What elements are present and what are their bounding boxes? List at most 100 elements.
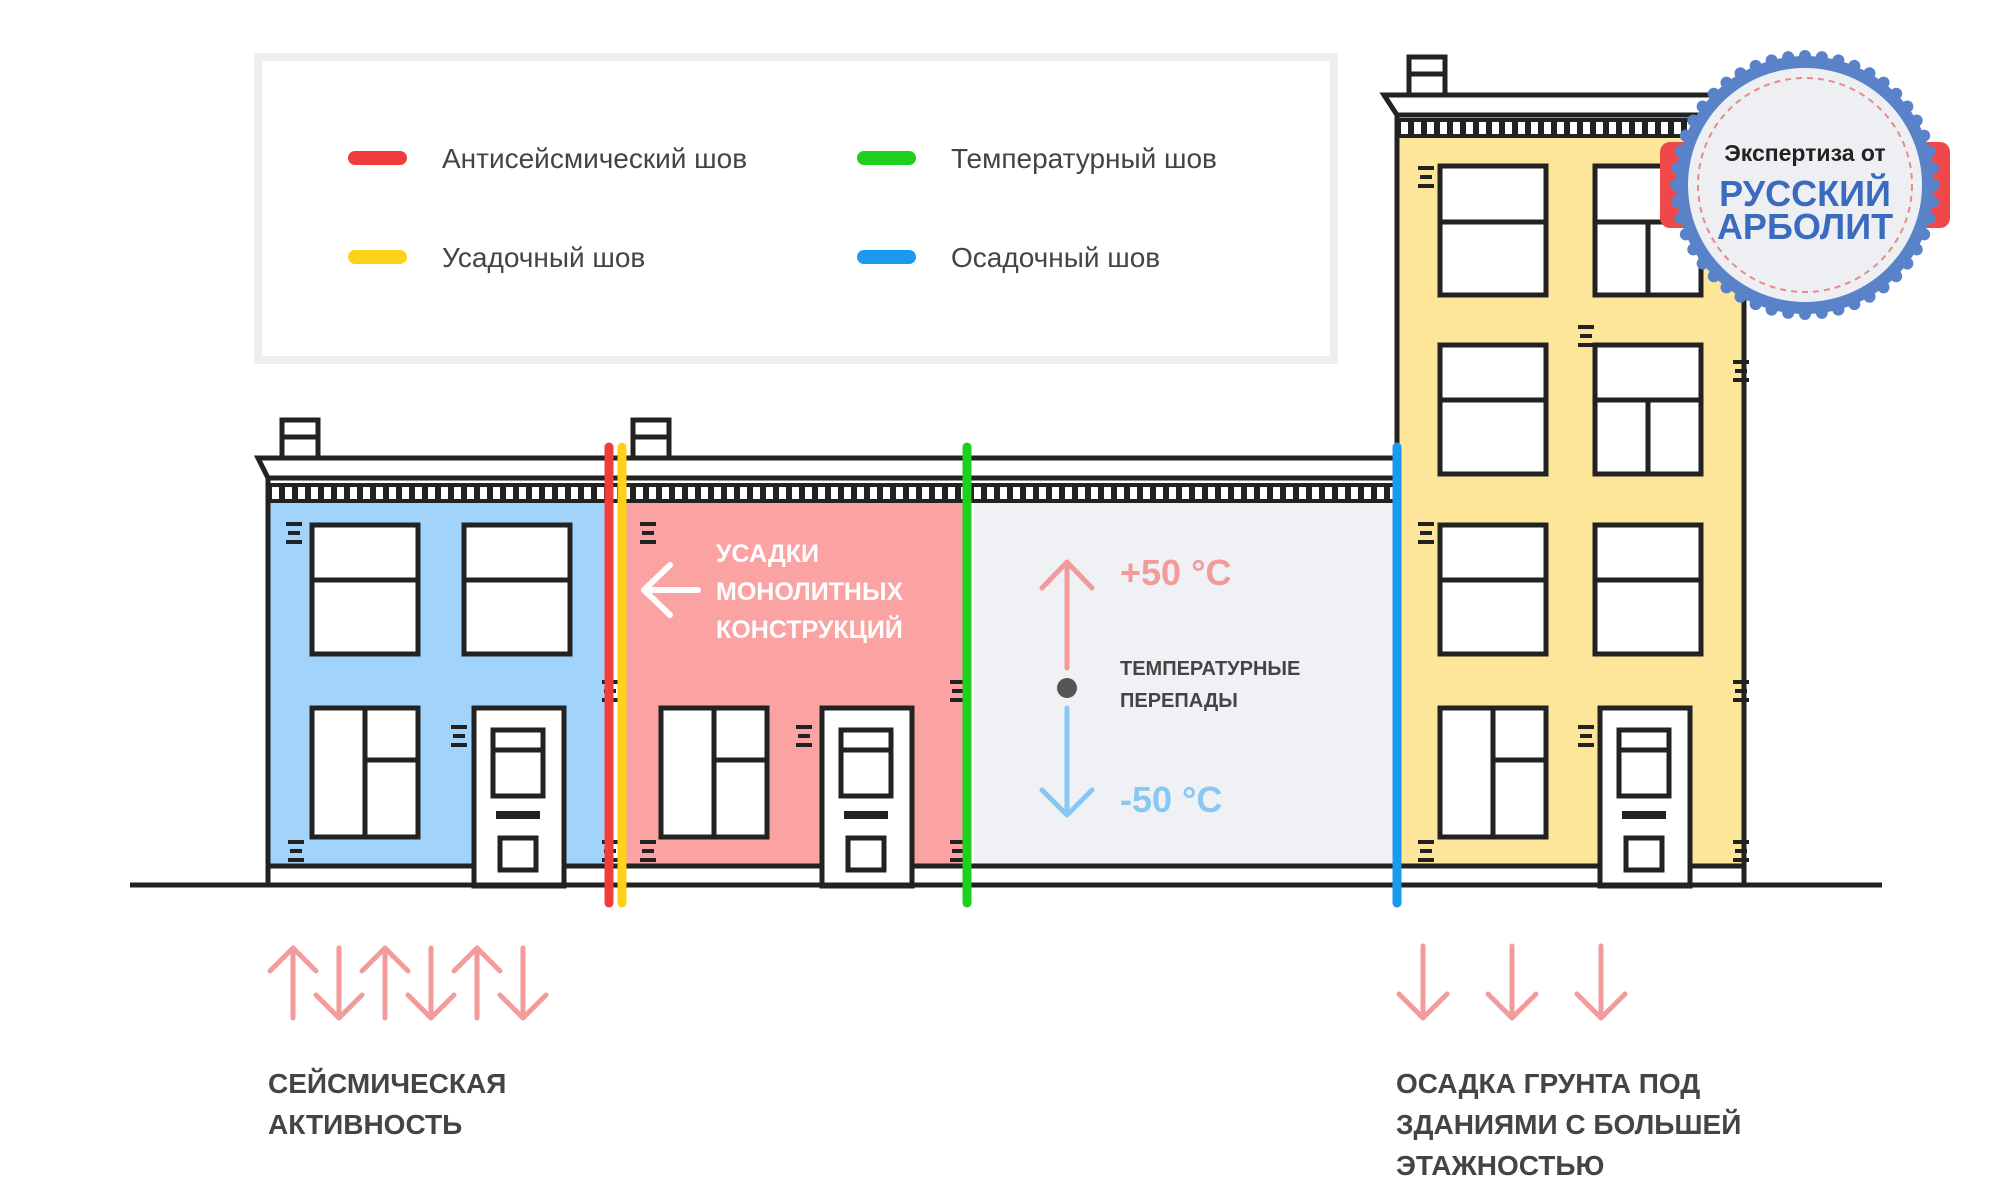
wall-mark [1418, 840, 1434, 844]
wall-mark [950, 680, 966, 684]
stamp-tooth [1815, 51, 1828, 64]
wall-mark [1578, 325, 1594, 329]
stamp-tooth [1734, 290, 1747, 303]
arrow-down-icon [1396, 943, 1450, 1021]
dentil [1544, 122, 1551, 134]
stamp-tooth [1901, 100, 1914, 113]
wall-mark [1733, 840, 1749, 844]
arrow-up-icon [267, 945, 319, 1021]
dentil [1401, 122, 1408, 134]
temperature-high: +50 °C [1120, 552, 1231, 593]
dentil [441, 487, 448, 499]
legend-label-seismic: Антисейсмический шов [442, 143, 747, 174]
window [1437, 163, 1549, 298]
dentil [480, 487, 487, 499]
dentil [1169, 487, 1176, 499]
building-yellow-details [1437, 163, 1704, 889]
stamp-tooth [1832, 54, 1845, 67]
dentil [1453, 122, 1460, 134]
dentil [1531, 122, 1538, 134]
stamp-tooth [1923, 212, 1936, 225]
wall-mark [1418, 184, 1434, 188]
stamp-tooth [1815, 306, 1828, 319]
window [1437, 342, 1549, 477]
wall-mark [952, 689, 964, 693]
legend-frame [254, 53, 1338, 364]
stamp-tooth [1877, 76, 1890, 89]
dentil [1622, 122, 1629, 134]
stamp-tooth [1782, 51, 1795, 64]
dentil [909, 487, 916, 499]
arrow-down-icon [1574, 943, 1628, 1021]
wall-mark [796, 743, 812, 747]
dentil [350, 487, 357, 499]
wall-mark [1578, 743, 1594, 747]
dentil [1013, 487, 1020, 499]
wall-mark [798, 734, 810, 738]
stamp-tooth [1687, 243, 1700, 256]
shrinkage-label-line-3: КОНСТРУКЦИЙ [716, 614, 903, 644]
temperature-label-line-2: ПЕРЕПАДЫ [1120, 690, 1238, 712]
dentil [1414, 122, 1421, 134]
stamp-tooth [1799, 50, 1811, 62]
dentil [1338, 487, 1345, 499]
dentil [1609, 122, 1616, 134]
stamp-tooth [1918, 129, 1931, 142]
dentil [1377, 487, 1384, 499]
wall-mark [796, 725, 812, 729]
dentil [688, 487, 695, 499]
dentil [571, 487, 578, 499]
wall-mark [1578, 725, 1594, 729]
dentil [1557, 122, 1564, 134]
stamp-tooth [1674, 212, 1687, 225]
arrow-down-icon [313, 945, 365, 1021]
dentil [649, 487, 656, 499]
dentil [844, 487, 851, 499]
dentil [1583, 122, 1590, 134]
tall-roof-cornice [1379, 92, 1747, 118]
dentil [1351, 487, 1358, 499]
dentil [415, 487, 422, 499]
dentil [1635, 122, 1642, 134]
dentil [389, 487, 396, 499]
stamp-tooth [1765, 303, 1778, 316]
arrow-down-icon [1039, 705, 1095, 818]
wall-mark [640, 840, 656, 844]
stamp-line-3: АРБОЛИТ [1717, 206, 1893, 247]
dentil [662, 487, 669, 499]
dentil [1648, 122, 1655, 134]
wall-mark [952, 849, 964, 853]
legend-label-settlement: Осадочный шов [951, 242, 1160, 273]
wall-mark [1578, 343, 1594, 347]
arrow-left-icon [641, 562, 701, 618]
dentil [1518, 122, 1525, 134]
dot-marker [1057, 678, 1077, 698]
dentil [1182, 487, 1189, 499]
wall-mark [1418, 166, 1434, 170]
dentil [857, 487, 864, 499]
window [461, 522, 573, 657]
dentil [727, 487, 734, 499]
wall-mark [451, 743, 467, 747]
expertise-stamp: Экспертиза от РУССКИЙ АРБОЛИТ [1660, 50, 1950, 320]
dentil [428, 487, 435, 499]
dentil [597, 487, 604, 499]
temperature-label-line-1: ТЕМПЕРАТУРНЫЕ [1120, 658, 1300, 680]
dentil [1039, 487, 1046, 499]
dentil [1221, 487, 1228, 499]
legend-label-temperature: Температурный шов [951, 143, 1217, 174]
dentil [311, 487, 318, 499]
stamp-tooth [1910, 243, 1923, 256]
wall-marks [286, 166, 1749, 862]
expansion-joints [604, 442, 1402, 908]
dentil [1104, 487, 1111, 499]
dentil [1234, 487, 1241, 499]
wall-mark [1420, 175, 1432, 179]
dentil [883, 487, 890, 499]
wall-mark [642, 849, 654, 853]
dentil [636, 487, 643, 499]
dentil [1479, 122, 1486, 134]
settlement-label-line-2: ЗДАНИЯМИ С БОЛЬШЕЙ [1396, 1108, 1741, 1140]
stamp-tooth [1749, 59, 1762, 72]
dentil [1052, 487, 1059, 499]
